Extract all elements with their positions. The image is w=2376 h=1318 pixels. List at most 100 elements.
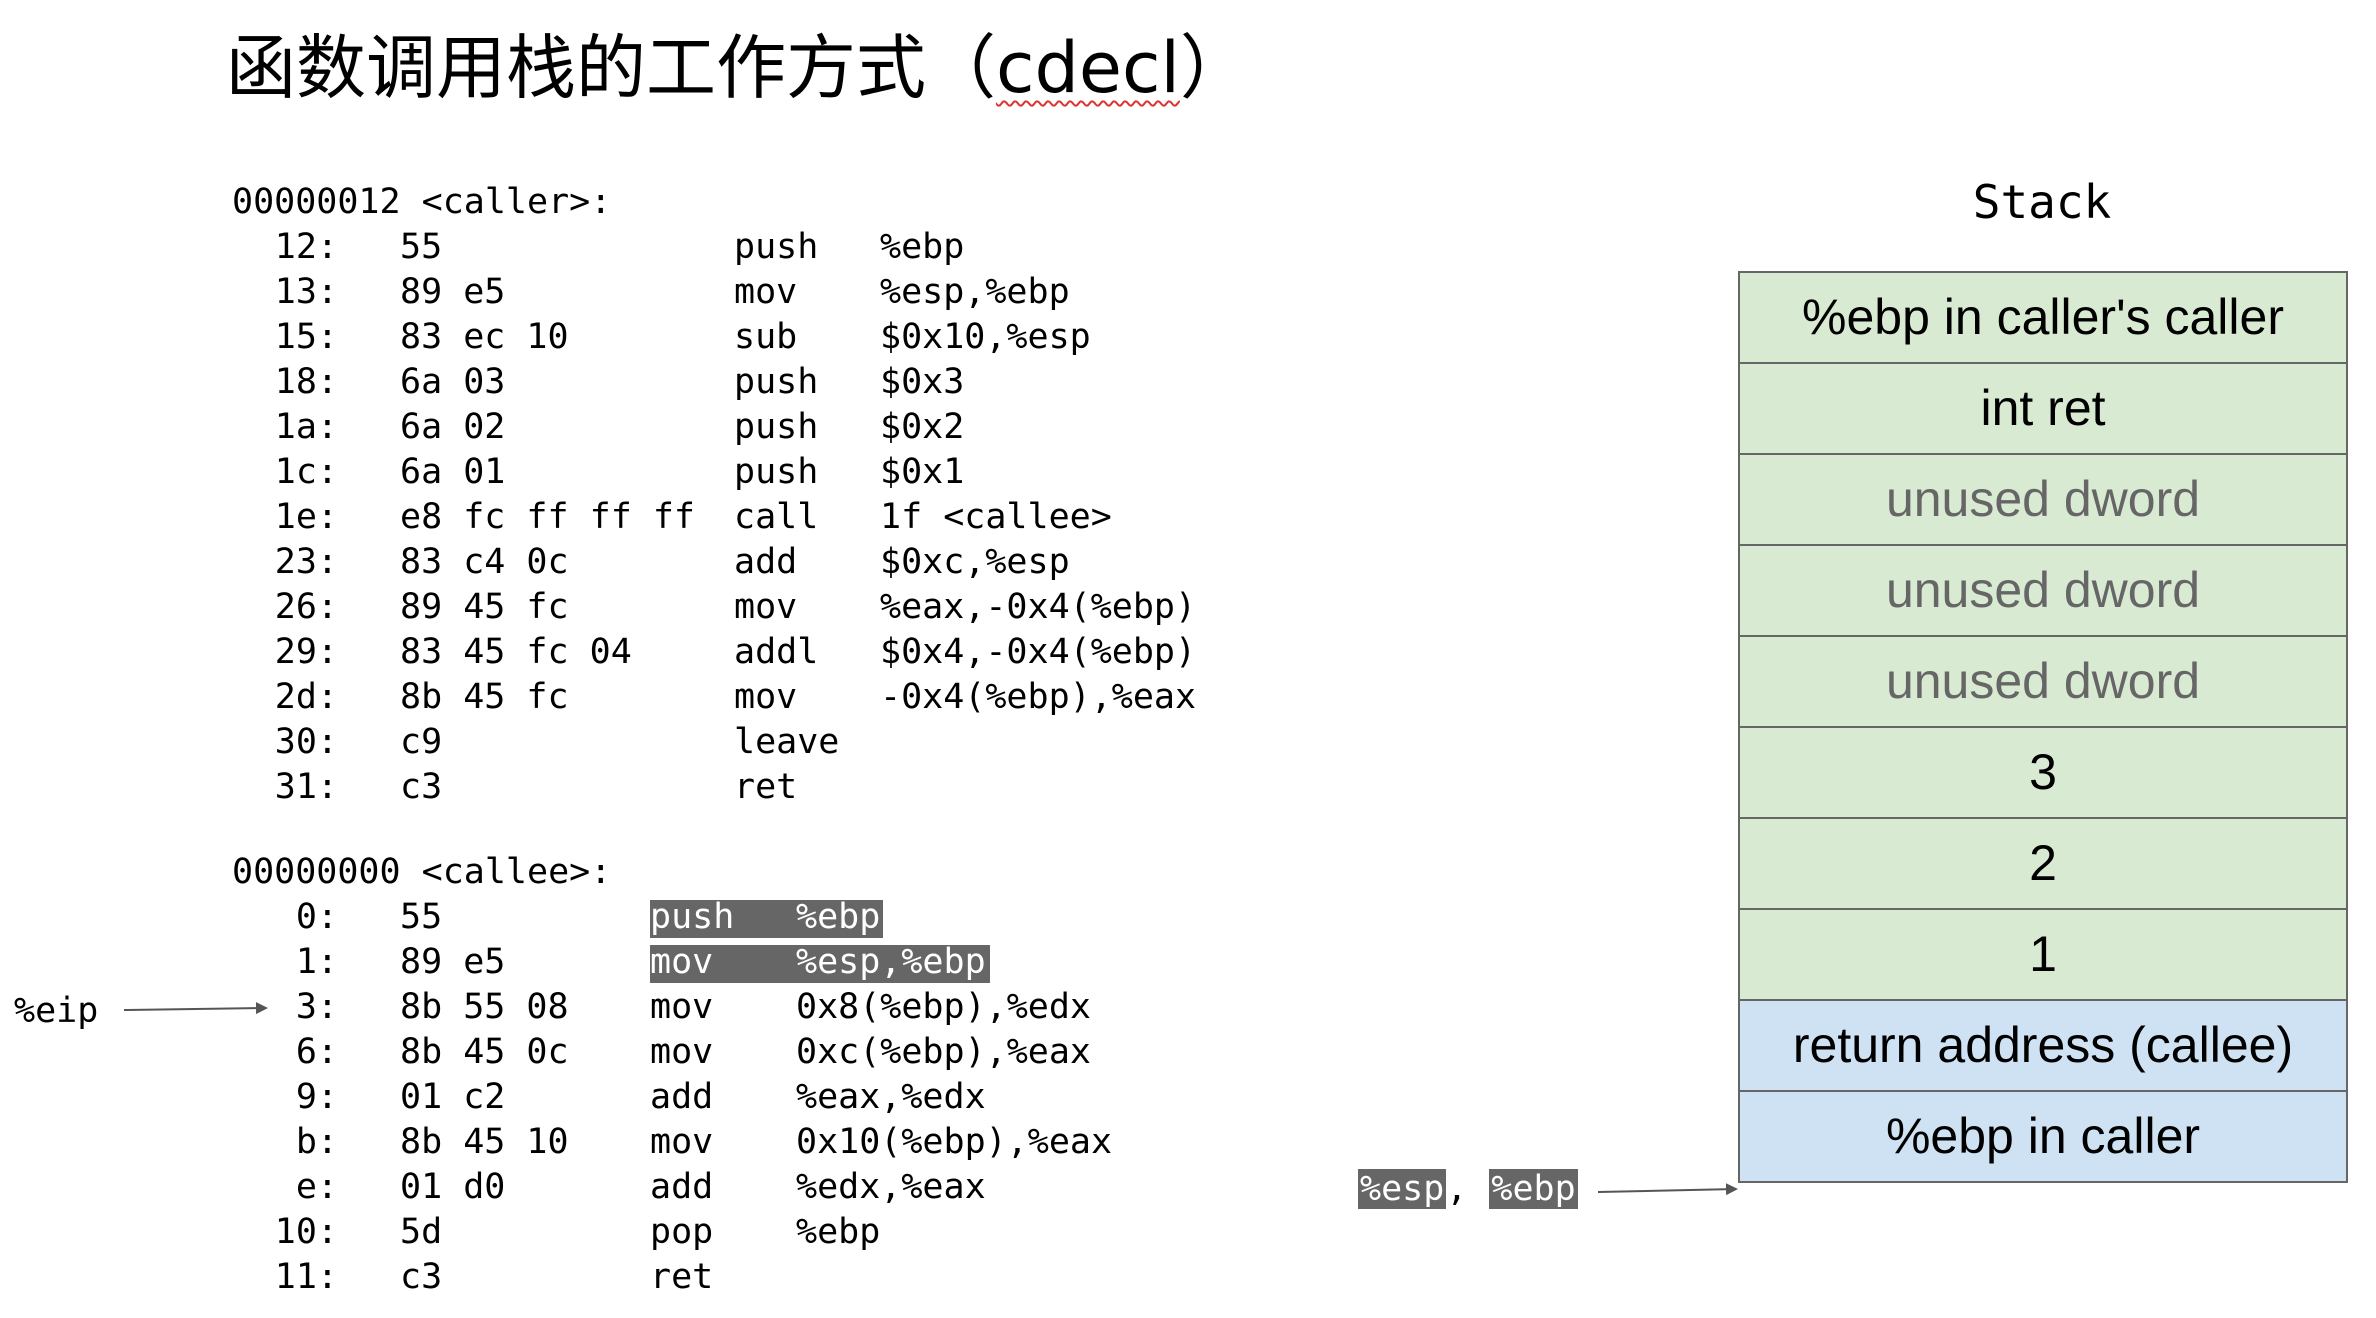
line-bytes: 83 ec 10: [400, 317, 569, 357]
stack-cell: 2: [1740, 819, 2346, 910]
line-bytes: 5d: [400, 1212, 443, 1252]
line-opcode: mov: [734, 272, 798, 312]
line-opcode: push: [734, 407, 819, 447]
line-operands: -0x4(%ebp),%eax: [880, 677, 1197, 717]
line-operands: $0x1: [880, 452, 965, 492]
line-opcode: push: [650, 897, 735, 937]
title-main: 函数调用栈的工作方式: [226, 27, 926, 109]
caller-line: 31: c3 ret: [0, 766, 1300, 808]
executed-highlight: [650, 945, 990, 983]
line-bytes: c3: [400, 767, 443, 807]
line-address: 13:: [274, 272, 338, 312]
stack-cell: %ebp in caller: [1740, 1092, 2346, 1183]
line-address: 6:: [295, 1032, 338, 1072]
callee-header: 00000000 <callee>:: [232, 852, 612, 892]
executed-highlight: [650, 900, 884, 938]
line-opcode: sub: [734, 317, 798, 357]
line-address: 23:: [274, 542, 338, 582]
line-operands: %eax,-0x4(%ebp): [880, 587, 1197, 627]
line-bytes: c9: [400, 722, 443, 762]
line-address: 18:: [274, 362, 338, 402]
line-operands: %esp,%ebp: [796, 942, 986, 982]
stack-cell: %ebp in caller's caller: [1740, 273, 2346, 364]
line-address: 15:: [274, 317, 338, 357]
line-address: 30:: [274, 722, 338, 762]
title-close-paren: ）: [1179, 27, 1250, 109]
pointer-separator: ,: [1446, 1169, 1468, 1209]
stack-title: Stack: [1972, 175, 2112, 229]
line-bytes: 6a 02: [400, 407, 506, 447]
line-bytes: 01 d0: [400, 1167, 506, 1207]
line-operands: %ebp: [796, 897, 881, 937]
line-opcode: pop: [650, 1212, 714, 1252]
line-bytes: c3: [400, 1257, 443, 1297]
line-address: 1c:: [274, 452, 338, 492]
line-address: 26:: [274, 587, 338, 627]
line-address: 29:: [274, 632, 338, 672]
callee-line: 11: c3 ret: [0, 1256, 1300, 1298]
line-address: 3:: [295, 987, 338, 1027]
line-opcode: push: [734, 452, 819, 492]
line-bytes: 55: [400, 897, 443, 937]
line-operands: %ebp: [796, 1212, 881, 1252]
line-opcode: mov: [650, 1032, 714, 1072]
line-opcode: add: [734, 542, 798, 582]
line-address: 11:: [274, 1257, 338, 1297]
stack-pointer-label: %esp, %ebp: [1358, 1168, 1578, 1210]
esp-label: %esp: [1358, 1169, 1447, 1209]
eip-label: %eip: [14, 991, 99, 1031]
line-operands: %esp,%ebp: [880, 272, 1070, 312]
stack-cell: int ret: [1740, 364, 2346, 455]
line-bytes: 8b 55 08: [400, 987, 569, 1027]
line-opcode: ret: [734, 767, 798, 807]
line-bytes: 8b 45 10: [400, 1122, 569, 1162]
line-operands: 0x8(%ebp),%edx: [796, 987, 1092, 1027]
line-address: 10:: [274, 1212, 338, 1252]
stack-cell: unused dword: [1740, 546, 2346, 637]
callee-line: 0: 55 push %ebp: [0, 896, 1300, 938]
caller-line: 15: 83 ec 10 sub $0x10,%esp: [0, 316, 1300, 358]
callee-line: 10: 5d pop %ebp: [0, 1211, 1300, 1253]
line-opcode: mov: [650, 1122, 714, 1162]
line-bytes: 01 c2: [400, 1077, 506, 1117]
line-opcode: add: [650, 1077, 714, 1117]
callee-line: 6: 8b 45 0c mov 0xc(%ebp),%eax: [0, 1031, 1300, 1073]
line-address: 9:: [295, 1077, 338, 1117]
caller-header: 00000012 <caller>:: [232, 182, 612, 222]
line-operands: $0x4,-0x4(%ebp): [880, 632, 1197, 672]
line-operands: 0xc(%ebp),%eax: [796, 1032, 1092, 1072]
line-operands: $0x10,%esp: [880, 317, 1091, 357]
line-opcode: leave: [734, 722, 840, 762]
line-address: 0:: [295, 897, 338, 937]
line-opcode: mov: [734, 587, 798, 627]
line-bytes: 8b 45 0c: [400, 1032, 569, 1072]
line-opcode: mov: [650, 942, 714, 982]
line-address: 31:: [274, 767, 338, 807]
line-opcode: addl: [734, 632, 819, 672]
line-address: 1e:: [274, 497, 338, 537]
line-address: b:: [295, 1122, 338, 1162]
eip-arrow: [123, 1002, 268, 1015]
line-opcode: ret: [650, 1257, 714, 1297]
ebp-label: %ebp: [1489, 1169, 1578, 1209]
stack-cell: 3: [1740, 728, 2346, 819]
callee-line: 3: 8b 55 08 mov 0x8(%ebp),%edx: [0, 986, 1300, 1028]
line-opcode: push: [734, 362, 819, 402]
line-operands: $0xc,%esp: [880, 542, 1070, 582]
line-operands: %ebp: [880, 227, 965, 267]
line-opcode: mov: [650, 987, 714, 1027]
line-operands: 1f <callee>: [880, 497, 1112, 537]
slide-title: 函数调用栈的工作方式（cdecl）: [226, 22, 1250, 114]
line-bytes: 55: [400, 227, 443, 267]
line-bytes: 6a 03: [400, 362, 506, 402]
